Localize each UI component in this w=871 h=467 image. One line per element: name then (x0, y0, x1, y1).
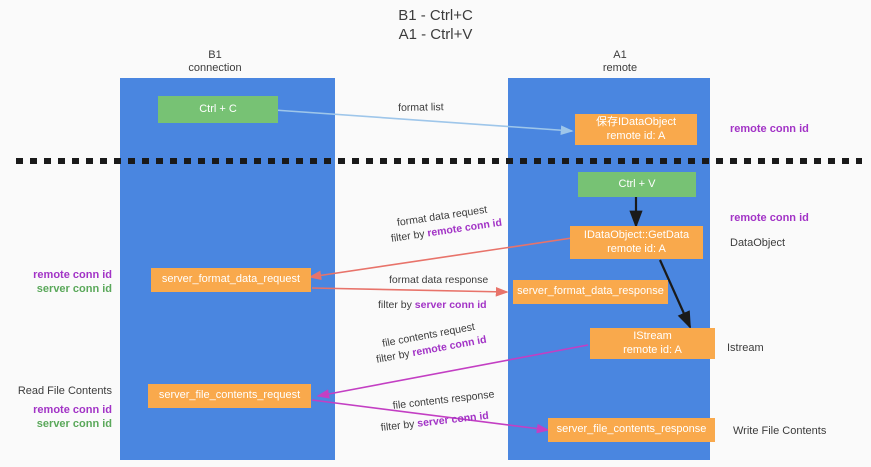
column-header-a1-name: A1 (613, 49, 627, 61)
box-istream-line1: IStream (633, 330, 672, 342)
arrow-format-list (273, 109, 574, 136)
caption-format-data-response: format data response (389, 274, 489, 286)
box-ctrl-v-label: Ctrl + V (618, 177, 656, 190)
box-idataobject-getdata[interactable]: IDataObject::GetData remote id: A (570, 226, 703, 259)
arrow-format-data-request (308, 237, 573, 281)
label-left-server-conn-id-1: server conn id (36, 283, 112, 295)
box-istream[interactable]: IStream remote id: A (590, 328, 715, 359)
label-left-read-file-contents: Read File Contents (17, 385, 112, 397)
label-right-dataobject: DataObject (730, 237, 786, 249)
box-idataobject-getdata-line1: IDataObject::GetData (583, 229, 690, 241)
title-line-2: A1 - Ctrl+V (398, 26, 473, 43)
page-title: B1 - Ctrl+C A1 - Ctrl+V (0, 6, 871, 44)
title-line-1: B1 - Ctrl+C (398, 7, 473, 24)
box-idataobject-getdata-line2: remote id: A (607, 242, 666, 255)
label-left-remote-conn-id-1: remote conn id (33, 269, 112, 281)
caption-format-list: format list (398, 101, 444, 114)
caption-format-data-response-filter-id: server conn id (414, 299, 487, 311)
arrow-getdata-to-istream (658, 259, 692, 330)
caption-format-data-response-filter: filter by server conn id (378, 298, 487, 312)
box-server-file-contents-request-label: server_file_contents_request (158, 389, 301, 402)
arrow-file-contents-response (311, 399, 550, 434)
column-header-b1-name: B1 (208, 49, 222, 61)
box-server-format-data-request-label: server_format_data_request (161, 273, 301, 286)
box-save-idataobject-line2: remote id: A (606, 129, 666, 142)
label-right-istream: Istream (727, 342, 764, 354)
column-header-a1: A1 remote (555, 49, 685, 75)
arrow-file-contents-request (316, 344, 589, 399)
label-right-remote-conn-id-mid: remote conn id (730, 212, 809, 224)
label-right-remote-conn-id-top: remote conn id (730, 123, 809, 135)
box-save-idataobject-line1: 保存IDataObject (595, 116, 677, 128)
column-header-b1-role: connection (188, 62, 242, 74)
box-server-file-contents-response-label: server_file_contents_response (556, 423, 707, 436)
arrow-format-data-response (311, 286, 509, 297)
label-left-server-conn-id-2: server conn id (36, 418, 112, 430)
box-server-file-contents-response[interactable]: server_file_contents_response (548, 418, 715, 442)
box-server-format-data-request[interactable]: server_format_data_request (151, 268, 311, 292)
box-ctrl-c-label: Ctrl + C (199, 102, 237, 115)
box-ctrl-v[interactable]: Ctrl + V (578, 172, 696, 197)
column-header-a1-role: remote (602, 62, 638, 74)
label-right-write-file-contents: Write File Contents (733, 425, 827, 437)
box-istream-line2: remote id: A (623, 343, 682, 356)
box-ctrl-c[interactable]: Ctrl + C (158, 96, 278, 123)
box-server-format-data-response[interactable]: server_format_data_response (513, 280, 668, 304)
caption-format-data-response-filter-prefix: filter by (378, 299, 415, 311)
label-left-remote-conn-id-2: remote conn id (33, 404, 112, 416)
box-server-format-data-response-label: server_format_data_response (517, 285, 664, 298)
column-header-b1: B1 connection (150, 49, 280, 75)
box-server-file-contents-request[interactable]: server_file_contents_request (148, 384, 311, 408)
box-save-idataobject[interactable]: 保存IDataObject remote id: A (575, 114, 697, 145)
